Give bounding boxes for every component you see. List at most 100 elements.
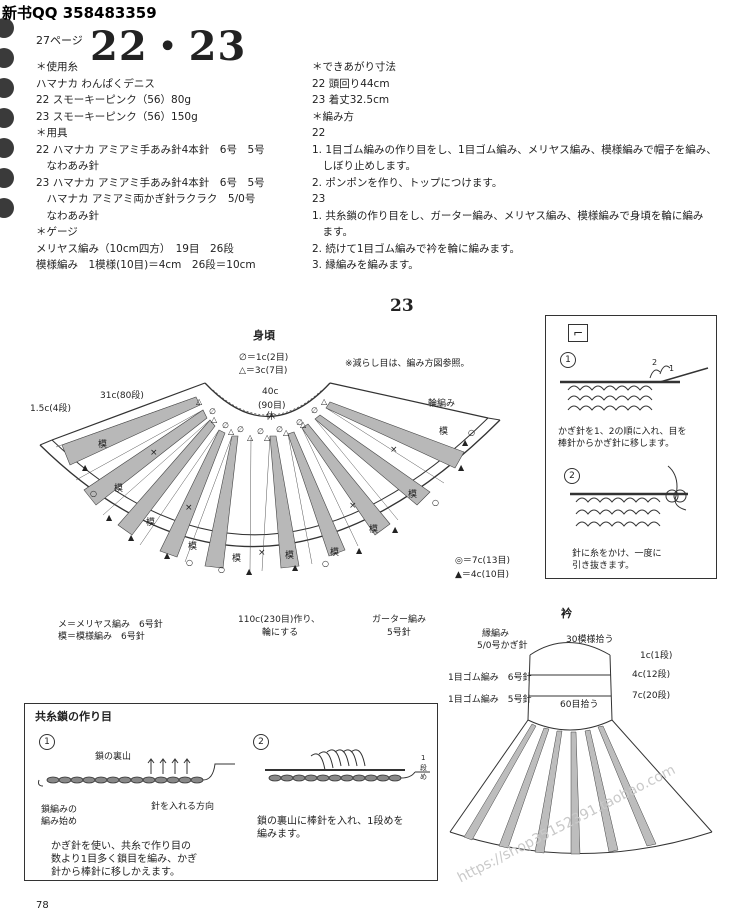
hem-round-label: 輪にする — [262, 628, 299, 638]
text-line: 2. ポンポンを作り、トップにつけます。 — [312, 176, 503, 189]
svg-text:△: △ — [283, 428, 290, 437]
cast-on-title: 共糸鎖の作り目 — [35, 710, 112, 723]
cast-on-box: 共糸鎖の作り目 1 2 鎖の裏山 鎖編みの 編み始め 針を入れる方向 かぎ針を使… — [24, 703, 438, 881]
svg-text:∅: ∅ — [257, 427, 264, 436]
binder-hole — [0, 138, 14, 158]
svg-text:○: ○ — [432, 498, 439, 507]
text-line: ます。 — [312, 226, 353, 238]
cast-on-step-two: 2 — [253, 734, 269, 750]
cast-on-step-one: 1 — [39, 734, 55, 750]
svg-text:○: ○ — [468, 428, 475, 437]
pattern-mark: 模 — [330, 548, 340, 558]
row-label: 1 — [421, 754, 426, 762]
stockinette-mark: × — [390, 445, 398, 455]
binder-hole — [0, 18, 14, 38]
text-line: なわあみ針 — [36, 209, 99, 222]
instructions-column: ＊できあがり寸法 22 頭回り44cm 23 着丈32.5cm ＊編み方 22 … — [312, 59, 717, 274]
materials-column: ＊使用糸 ハマナカ わんぱくデニス 22 スモーキーピンク（56）80g 23 … — [36, 59, 265, 274]
text-line: 模様編み 1模様(10目)＝4cm 26段＝10cm — [36, 259, 256, 271]
text-line: 1. 共糸鎖の作り目をし、ガーター編み、メリヤス編み、模様編みで身頃を輪に編み — [312, 209, 704, 222]
pattern-mark: 模 — [439, 427, 449, 437]
cast-on-text-1: 針から棒針に移しかえます。 — [51, 867, 180, 878]
decrease-note: ※減らし目は、編み方図参照。 — [345, 359, 470, 369]
rib-5-label: 1目ゴム編み 5号針 — [448, 695, 532, 705]
rib-6-label: 1目ゴム編み 6号針 — [448, 673, 532, 683]
pattern-mark: 模 — [188, 542, 198, 552]
svg-text:△: △ — [228, 427, 235, 436]
pattern-key: 模＝模様編み 6号針 — [58, 632, 145, 642]
text-line: 22 ハマナカ アミアミ手あみ針4本針 6号 5号 — [36, 143, 265, 156]
binder-hole — [0, 78, 14, 98]
edging-label: 縁編み — [482, 629, 510, 639]
text-line: 22 スモーキーピンク（56）80g — [36, 94, 192, 106]
svg-text:∅: ∅ — [276, 425, 283, 434]
body-fan-diagram: △∅ ∅∅ ∅∅ ∅∅ △ △△ △△ △△ ○▲ ▲▲ ▲○ ○▲ ▲○ ▲▲… — [39, 382, 501, 576]
width-label: 31c(80段) — [100, 391, 144, 401]
garter-label: ガーター編み — [372, 615, 427, 625]
step-two-text: 引き抜きます。 — [572, 561, 635, 571]
stockinette-mark: × — [258, 548, 266, 558]
binder-hole — [0, 168, 14, 188]
text-line: 22 — [312, 127, 326, 139]
page-reference: 27ページ — [36, 34, 83, 47]
svg-text:▲: ▲ — [462, 438, 469, 447]
binder-hole — [0, 198, 14, 218]
side-label: 1.5c(4段) — [30, 404, 72, 414]
triangle-legend: ▲＝4c(10目) — [455, 570, 510, 580]
technique-box: ⌐ 1 2 1 かぎ針を1、2の順に入れ、目を 棒針からかぎ針に移します。 2 … — [545, 315, 717, 579]
svg-text:∅: ∅ — [209, 407, 216, 416]
hem-stitch-label: 110c(230目)作り、 — [238, 615, 320, 625]
stockinette-key: メ＝メリヤス編み 6号針 — [58, 620, 163, 630]
step-one-number: 1 — [560, 352, 576, 368]
svg-text:△: △ — [247, 433, 254, 442]
svg-text:▲: ▲ — [164, 551, 171, 560]
neck-width-label: 40c — [262, 387, 279, 397]
svg-text:△: △ — [321, 397, 328, 406]
svg-text:▲: ▲ — [246, 567, 253, 576]
pickup-30-label: 30模様拾う — [566, 635, 614, 645]
svg-text:▲: ▲ — [106, 513, 113, 522]
text-line: なわあみ針 — [36, 160, 99, 172]
svg-text:∅: ∅ — [237, 425, 244, 434]
step-one-text: 棒針からかぎ針に移します。 — [558, 439, 675, 449]
svg-text:△: △ — [300, 420, 307, 429]
cast-on-text-2: 鎖の裏山に棒針を入れ、1段めを — [257, 816, 404, 827]
neck-stitch-label: (90目) — [258, 401, 286, 411]
section-number: 23 — [390, 296, 414, 316]
binder-hole — [0, 108, 14, 128]
text-line: しぼり止めします。 — [312, 160, 416, 172]
svg-text:○: ○ — [186, 558, 193, 567]
cast-on-text-2: 編みます。 — [257, 829, 306, 840]
text-line: 23 スモーキーピンク（56）150g — [36, 110, 198, 123]
text-line: 1. 1目ゴム編みの作り目をし、1目ゴム編み、メリヤス編み、模様編みで帽子を編み… — [312, 143, 717, 156]
binder-hole — [0, 48, 14, 68]
text-line: ＊ゲージ — [36, 226, 78, 238]
legend-circle-dec: ∅＝1c(2目) — [239, 353, 289, 363]
garter-needle-label: 5号針 — [387, 628, 411, 638]
legend-triangle-dec: △＝3c(7目) — [239, 366, 288, 376]
collar-diagram — [449, 642, 713, 855]
step-two-number: 2 — [564, 468, 580, 484]
svg-text:▲: ▲ — [82, 463, 89, 472]
chain-start-label: 鎖編みの — [41, 805, 78, 815]
pickup-60-label: 60目拾う — [560, 700, 599, 710]
text-line: 2. 続けて1目ゴム編みで衿を輪に編みます。 — [312, 242, 520, 255]
chain-back-label: 鎖の裏山 — [95, 752, 132, 762]
collar-measure-1: 1c(1段) — [640, 651, 673, 661]
step-two-text: 針に糸をかけ、一度に — [572, 549, 662, 559]
collar-title: 衿 — [561, 607, 572, 620]
svg-text:▲: ▲ — [356, 546, 363, 555]
text-line: 23 — [312, 193, 326, 205]
pattern-mark: 模 — [114, 484, 124, 494]
arrow-label-one: 1 — [669, 364, 675, 373]
chain-start-label: 編み始め — [41, 817, 78, 827]
svg-text:△: △ — [264, 433, 271, 442]
body-title: 身頃 — [253, 329, 275, 342]
page-title: 22・23 — [90, 23, 247, 70]
circle-legend: ◎＝7c(13目) — [455, 556, 511, 566]
text-line: メリヤス編み（10cm四方） 19目 26段 — [36, 242, 234, 255]
neck-rest-label: 休 — [266, 412, 276, 422]
text-line: ハマナカ わんぱくデニス — [36, 77, 155, 90]
pattern-mark: 模 — [232, 554, 242, 564]
svg-text:∅: ∅ — [311, 406, 318, 415]
